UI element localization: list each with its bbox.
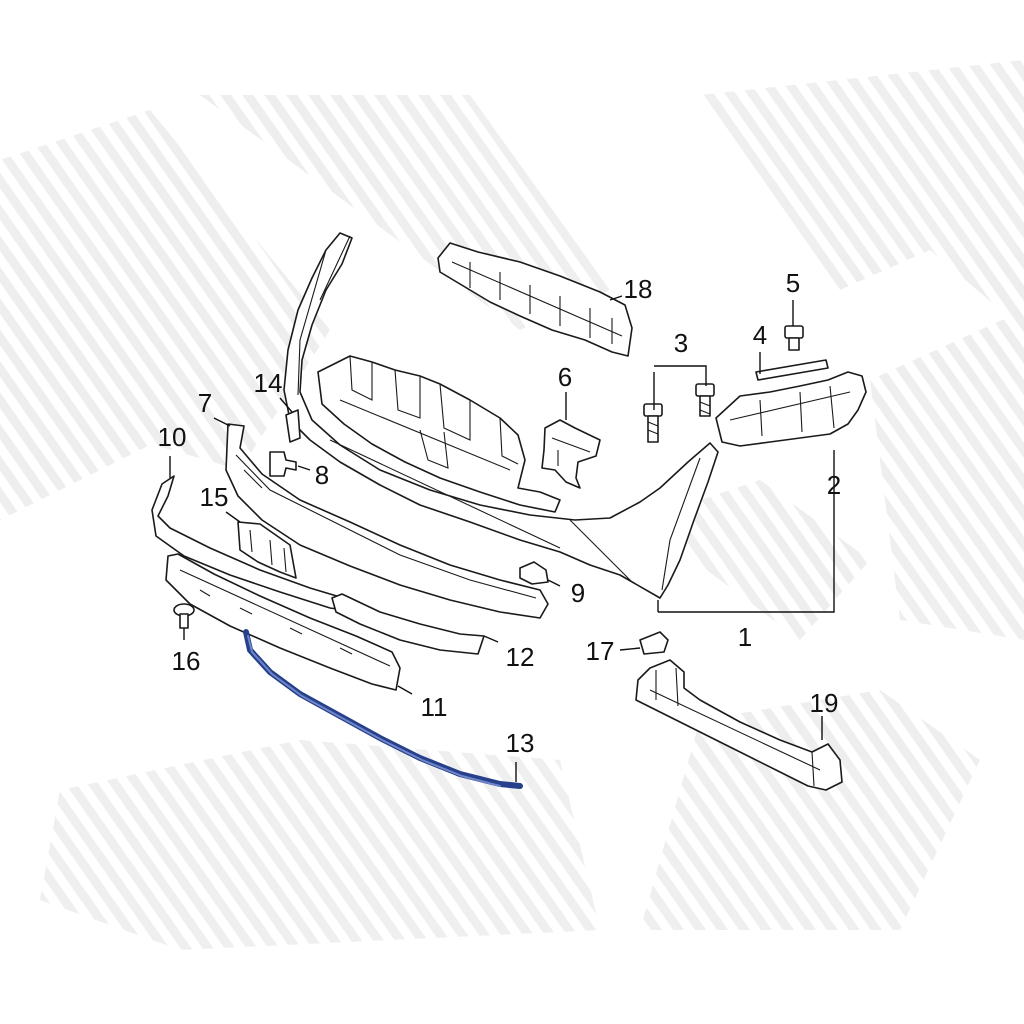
part-18-upper-absorber [437, 242, 633, 357]
callout-16: 16 [172, 646, 201, 676]
callout-2: 2 [827, 470, 841, 500]
part-13-highlighted-strip [243, 629, 523, 789]
part-4-strip [755, 359, 829, 381]
callout-19: 19 [810, 688, 839, 718]
part-2-side-bracket [715, 371, 867, 447]
callout-5: 5 [786, 268, 800, 298]
grille-mount-structure [317, 355, 561, 513]
callout-3: 3 [674, 328, 688, 358]
part-7-lower-cover [225, 423, 549, 619]
part-16-rivet [173, 603, 195, 629]
part-15-plate-bracket [237, 521, 297, 579]
callout-leaders [169, 295, 835, 782]
callout-10: 10 [158, 422, 187, 452]
callout-14: 14 [254, 368, 283, 398]
callout-4: 4 [753, 320, 767, 350]
callout-labels: 1 2 3 4 5 6 7 8 9 10 11 12 13 14 15 16 1… [158, 268, 842, 758]
callout-1: 1 [738, 622, 752, 652]
callout-13: 13 [506, 728, 535, 758]
callout-7: 7 [198, 388, 212, 418]
part-12-trim-strip [331, 593, 485, 655]
part-19-reinforcement-beam [635, 659, 843, 791]
callout-8: 8 [315, 460, 329, 490]
part-6-bracket [541, 419, 601, 489]
part-9-clip [519, 561, 549, 585]
part-5-screw [784, 325, 804, 351]
part-17-bracket [639, 631, 669, 655]
part-8-pushpin [269, 451, 297, 477]
callout-15: 15 [200, 482, 229, 512]
part-14-clip [285, 409, 301, 443]
callout-17: 17 [586, 636, 615, 666]
callout-9: 9 [571, 578, 585, 608]
part-1-bumper-cover [283, 232, 719, 599]
callout-11: 11 [421, 692, 448, 722]
callout-18: 18 [624, 274, 653, 304]
part-3-bolts [643, 383, 715, 443]
callout-12: 12 [506, 642, 535, 672]
callout-6: 6 [558, 362, 572, 392]
part-11-skid-plate [165, 553, 401, 691]
